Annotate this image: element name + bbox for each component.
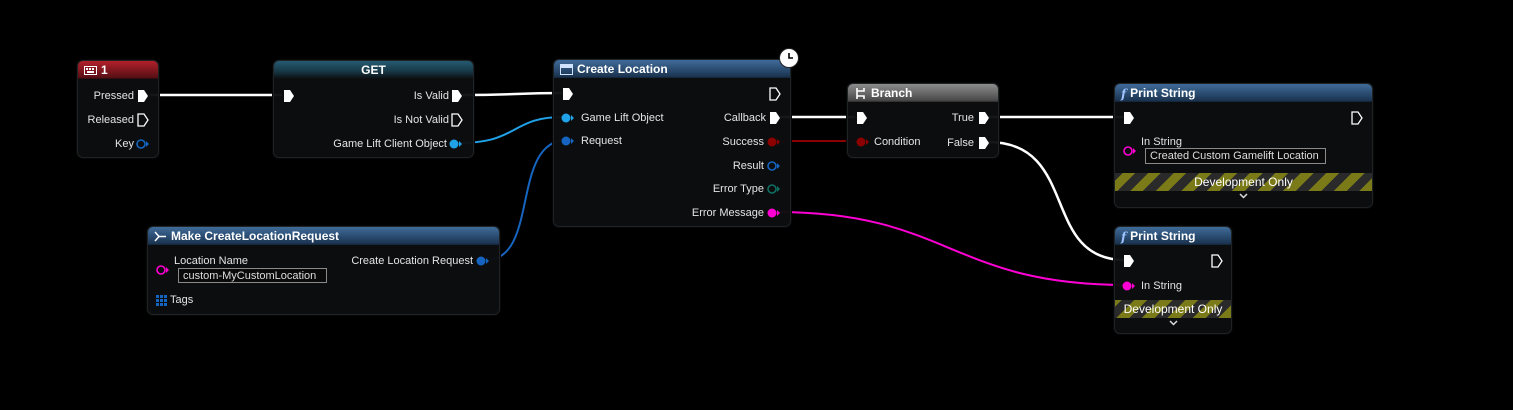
function-icon: f: [1121, 86, 1127, 101]
tags-label: Tags: [170, 294, 194, 306]
expand-chevron-icon-1[interactable]: [1115, 191, 1372, 202]
print-string-1-exec-in-pin[interactable]: [1123, 111, 1135, 125]
tags-grid-icon[interactable]: [156, 295, 167, 306]
false-label: False: [947, 137, 974, 149]
create-location-node[interactable]: Create Location Game Lift Object Request…: [553, 59, 791, 227]
error-type-enum-pin[interactable]: [767, 183, 781, 195]
in-string-1-input[interactable]: Created Custom Gamelift Location: [1145, 148, 1326, 164]
condition-label: Condition: [874, 136, 921, 148]
key-event-header[interactable]: 1: [78, 61, 158, 79]
development-only-banner-2: Development Only: [1115, 300, 1231, 318]
client-object-pin[interactable]: [449, 138, 463, 150]
object-wire-client-gamelift: [457, 116, 564, 144]
make-request-header[interactable]: Make CreateLocationRequest: [148, 227, 499, 245]
in-string-2-pin[interactable]: [1122, 280, 1136, 292]
print-string-2-exec-out-pin[interactable]: [1211, 254, 1223, 268]
is-valid-label: Is Valid: [413, 90, 449, 102]
false-exec-pin[interactable]: [978, 136, 990, 150]
callback-exec-pin[interactable]: [769, 111, 781, 125]
make-request-title: Make CreateLocationRequest: [171, 229, 340, 243]
in-string-1-pin[interactable]: [1123, 145, 1137, 157]
create-location-request-pin[interactable]: [476, 255, 490, 267]
create-location-title: Create Location: [577, 62, 668, 76]
create-location-request-label: Create Location Request: [351, 255, 473, 267]
exec-wire-false-print2: [987, 140, 1126, 262]
success-label: Success: [722, 136, 764, 148]
latent-clock-icon: [779, 48, 799, 68]
is-not-valid-label: Is Not Valid: [393, 114, 449, 126]
request-pin[interactable]: [561, 135, 575, 147]
branch-title: Branch: [871, 86, 913, 100]
branch-icon: [856, 88, 865, 100]
get-exec-in-pin[interactable]: [283, 89, 295, 103]
key-event-node[interactable]: 1 Pressed Released Key: [77, 60, 159, 158]
request-label: Request: [581, 135, 622, 147]
location-name-string-pin[interactable]: [156, 264, 170, 276]
create-location-exec-in-pin[interactable]: [562, 87, 574, 101]
key-event-title: 1: [101, 63, 108, 77]
function-window-icon: [560, 64, 573, 76]
error-message-label: Error Message: [691, 207, 764, 219]
key-struct-pin[interactable]: [136, 138, 150, 150]
game-lift-object-label: Game Lift Object: [581, 112, 664, 124]
game-lift-object-pin[interactable]: [561, 112, 575, 124]
location-name-label: Location Name: [174, 255, 248, 267]
function-icon: f: [1121, 229, 1127, 244]
true-label: True: [951, 112, 974, 124]
error-type-label: Error Type: [712, 183, 764, 195]
client-object-label: Game Lift Client Object: [333, 138, 447, 150]
get-node[interactable]: GET Is Valid Is Not Valid Game Lift Clie…: [273, 60, 474, 158]
is-not-valid-exec-pin[interactable]: [451, 113, 463, 127]
make-request-node[interactable]: Make CreateLocationRequest Location Name…: [147, 226, 500, 315]
string-wire-error-print2: [775, 211, 1128, 286]
result-struct-pin[interactable]: [767, 160, 781, 172]
get-header[interactable]: GET: [274, 61, 473, 79]
branch-header[interactable]: Branch: [848, 84, 998, 102]
print-string-2-exec-in-pin[interactable]: [1123, 254, 1135, 268]
error-message-string-pin[interactable]: [767, 207, 781, 219]
true-exec-pin[interactable]: [978, 111, 990, 125]
location-name-input[interactable]: custom-MyCustomLocation: [178, 268, 327, 283]
pressed-exec-pin[interactable]: [137, 89, 149, 103]
callback-label: Callback: [723, 112, 766, 124]
condition-bool-pin[interactable]: [856, 136, 870, 148]
get-title: GET: [361, 63, 386, 77]
struct-wire-request: [485, 139, 568, 261]
is-valid-exec-pin[interactable]: [451, 89, 463, 103]
key-label: Key: [115, 138, 134, 150]
create-location-exec-out-pin[interactable]: [769, 87, 781, 101]
make-struct-icon: [154, 231, 166, 242]
success-bool-pin[interactable]: [767, 136, 781, 148]
pressed-label: Pressed: [93, 90, 134, 102]
print-string-2-title: Print String: [1130, 229, 1196, 243]
branch-exec-in-pin[interactable]: [856, 111, 868, 125]
in-string-1-label: In String: [1141, 136, 1182, 148]
released-exec-pin[interactable]: [137, 113, 149, 127]
result-label: Result: [732, 160, 764, 172]
keyboard-icon: [84, 66, 97, 76]
in-string-2-label: In String: [1141, 280, 1182, 292]
released-label: Released: [87, 114, 134, 126]
expand-chevron-icon-2[interactable]: [1115, 318, 1231, 329]
development-only-banner-1: Development Only: [1115, 173, 1372, 191]
branch-node[interactable]: Branch Condition True False: [847, 83, 999, 158]
create-location-header[interactable]: Create Location: [554, 60, 790, 78]
print-string-1-exec-out-pin[interactable]: [1351, 111, 1363, 125]
exec-wire-get-create: [461, 91, 563, 97]
print-string-1-title: Print String: [1130, 86, 1196, 100]
